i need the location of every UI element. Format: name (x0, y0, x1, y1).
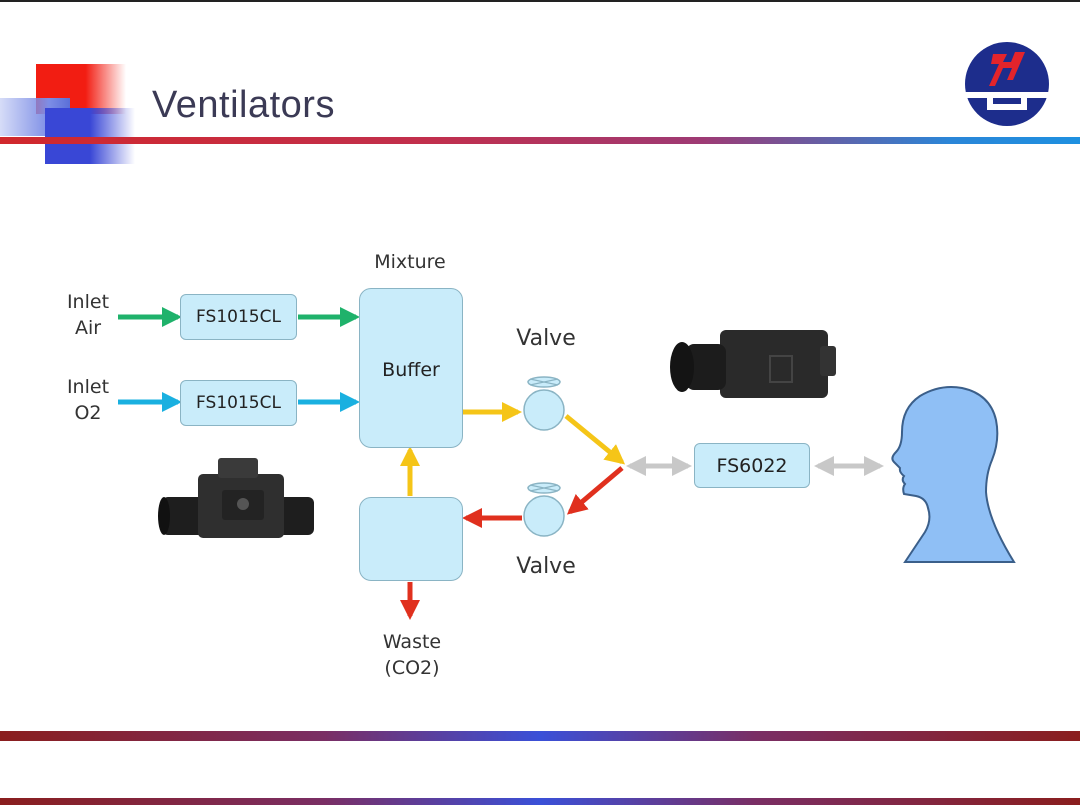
waste-label: Waste (CO2) (360, 630, 464, 681)
inlet-air-label: Inlet Air (56, 290, 120, 341)
valve-to-junction-arrow (564, 414, 626, 465)
inlet-air-line1: Inlet (66, 291, 110, 313)
top-border (0, 0, 1080, 2)
footer-line-top (0, 731, 1080, 741)
title-underline (0, 137, 1080, 144)
inlet-o2-label: Inlet O2 (56, 375, 120, 426)
fs1015cl-sensor-photo (158, 458, 314, 538)
waste-line2: (CO2) (384, 656, 440, 679)
valve-bottom-label: Valve (516, 554, 576, 579)
valve-top-icon (523, 376, 565, 431)
valve-bottom-icon (523, 482, 565, 537)
mixture-label: Mixture (374, 251, 446, 273)
fs6022-sensor-photo (670, 330, 836, 398)
inlet-o2-line1: Inlet (66, 376, 110, 398)
footer-line-bottom (0, 798, 1080, 805)
header-decoration-blue (45, 108, 135, 164)
junction-to-valve-arrow (566, 466, 624, 515)
company-logo-icon (965, 42, 1049, 126)
o2-flow-sensor-box: FS1015CL (180, 380, 297, 426)
patient-head-icon (891, 386, 1016, 563)
inlet-air-line2: Air (74, 316, 102, 339)
valve-top-label: Valve (516, 326, 576, 351)
waste-line1: Waste (382, 631, 442, 653)
slide-title: Ventilators (152, 84, 335, 126)
air-flow-sensor-box: FS1015CL (180, 294, 297, 340)
fs6022-sensor-box: FS6022 (694, 443, 810, 488)
buffer-box: Buffer (359, 288, 463, 448)
inlet-o2-line2: O2 (74, 401, 102, 424)
exhale-chamber-box (359, 497, 463, 581)
